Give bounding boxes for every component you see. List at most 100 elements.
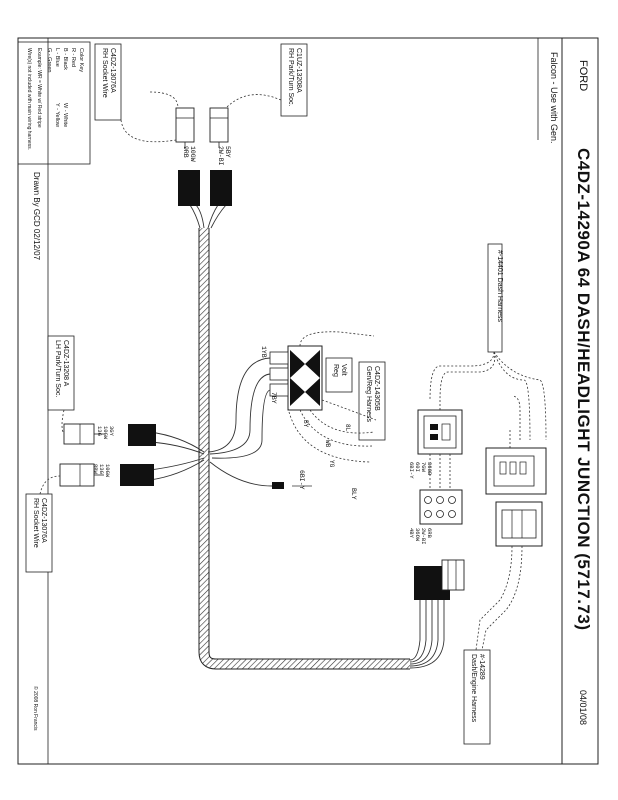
- wire-label: 60I: [414, 462, 421, 472]
- lh-socket-lead: [39, 475, 61, 495]
- rh-wire-bundle: [189, 204, 227, 229]
- copyright-label: © 2008 Ron Francis: [32, 686, 39, 731]
- wire-label: 36GB: [426, 462, 433, 476]
- lh-socket-desc: RH Socket Wire: [32, 498, 39, 548]
- dash-to-block-wires: [429, 454, 523, 651]
- drawn-by-label: Drawn By GCD 02/12/07: [32, 172, 41, 261]
- wire-label: 1YB: [260, 346, 267, 358]
- color-key-box: [17, 41, 91, 165]
- color-key-row: R - Red: [70, 48, 76, 67]
- terminal-labels-top: 36GB 7GW 60I 6BI-Y: [408, 462, 433, 479]
- lh-connector-black-top: [128, 424, 156, 446]
- rh-socket-right: [209, 107, 229, 143]
- wire-label: 6BI-Y: [298, 470, 305, 490]
- wire-label: 10GW: [189, 146, 196, 162]
- wire-label: 13G: [96, 426, 103, 436]
- main-harness-trunk-fill: [199, 228, 410, 669]
- reg-terminal-2: [269, 367, 289, 381]
- rh-park-desc: RH Park/Turn Soc.: [287, 48, 294, 107]
- gen-reg-label: C4DZ-14305B Gen/Reg Harness: [365, 366, 380, 423]
- engine-harness-label-box: [463, 649, 491, 745]
- voltage-regulator-bowtie: [290, 350, 320, 406]
- wire-label: YG: [328, 460, 335, 468]
- color-key-row: W - White: [62, 103, 68, 127]
- rh-connector-black-left: [178, 170, 200, 206]
- wire-label: 3GY: [108, 426, 115, 437]
- lh-wire-labels-bottom: 10GW 13G 8BW: [92, 464, 111, 478]
- main-harness-trunk: [198, 228, 410, 670]
- wire-label: 7GW: [420, 462, 427, 473]
- lh-socket-part: C4DZ-13076A: [40, 498, 47, 543]
- dash-harness-dotted-wires: [429, 351, 547, 448]
- pigtail-terminal: [272, 482, 284, 489]
- wire-label: 4BY: [408, 528, 415, 539]
- drawn-by-block: Drawn By GCD 02/12/07: [32, 172, 41, 261]
- color-key-note: Wire(s) not included with main wiring ha…: [26, 48, 32, 150]
- rh-wire-labels-left: 10GW 9RB: [182, 146, 196, 162]
- reg-wire-label-2: 7BY: [270, 392, 277, 404]
- subtitle-block: Falcon - Use with Gen.: [549, 52, 559, 144]
- terminal-screws: [424, 496, 456, 518]
- engine-harness-desc: Dash/Engine Harness: [470, 654, 477, 723]
- subtitle-label: Falcon - Use with Gen.: [549, 52, 559, 144]
- dash-harness-label: #-14401 Dash Harness: [496, 250, 503, 322]
- reg-wire-label-5: 8L: [344, 424, 351, 432]
- wire-label: 6RB: [426, 528, 433, 539]
- wire-label: 7BY: [270, 392, 277, 404]
- dash-harness-label-box: [487, 243, 503, 353]
- wire-label: BLY: [350, 488, 357, 500]
- color-key-row: L - Blue: [54, 48, 60, 67]
- dash-harness-text: #-14401 Dash Harness: [496, 250, 503, 322]
- gen-reg-part: C4DZ-14305B: [373, 366, 380, 411]
- engine-connector-housing: [441, 559, 465, 591]
- wire-label: BY: [302, 420, 309, 428]
- color-key-example: Example: WR = White w/ Red stripe: [36, 48, 42, 128]
- rh-connector-black-right: [210, 170, 232, 206]
- rh-wire-labels-right: 5BY 2W-BI: [217, 146, 231, 166]
- drawing-title: C4DZ-14290A 64 DASH/HEADLIGHT JUNCTION (…: [574, 148, 593, 631]
- wire-label: 10GW: [102, 426, 109, 440]
- color-key: Color Key R - Red B - Black W - White L …: [26, 48, 84, 150]
- color-key-row: B - Black: [62, 48, 68, 70]
- rh-socket-lead: [120, 119, 177, 143]
- terminal-labels-bottom: 6RB 2W-BI 36OW 4BY: [408, 528, 433, 545]
- gen-reg-dashed-wires: [287, 331, 377, 463]
- lh-socket-label: C4DZ-13076A RH Socket Wire: [32, 498, 47, 548]
- wire-label: WB: [324, 440, 331, 448]
- reg-wire-label-3: BY: [302, 420, 309, 428]
- reg-wire-label-4: WB: [324, 440, 331, 448]
- wire-label: 13G: [98, 464, 105, 474]
- rh-socket-label: C4DZ-13076A RH Socket Wire: [101, 48, 116, 98]
- wire-label: 8BW: [92, 464, 99, 475]
- rh-park-part: C1UZ-13208A: [295, 48, 302, 93]
- wire-label: 36OW: [414, 528, 421, 542]
- lh-wire-bundle: [149, 431, 205, 481]
- color-key-row: Y - Yellow: [54, 103, 60, 127]
- lh-connector-black-bottom: [120, 464, 154, 486]
- engine-harness-label: #-14289 Dash/Engine Harness: [470, 654, 485, 723]
- volt-reg-text-2: Reg: [332, 364, 339, 377]
- bly-label: BLY: [350, 488, 357, 500]
- wire-label: 5BY: [224, 146, 231, 158]
- regulator-wires: [207, 357, 271, 459]
- title-block: FORD C4DZ-14290A 64 DASH/HEADLIGHT JUNCT…: [574, 60, 593, 725]
- color-key-heading: Color Key: [78, 48, 84, 72]
- copyright-block: © 2008 Ron Francis: [32, 686, 39, 731]
- reg-wire-label-1: 1YB: [260, 346, 267, 358]
- color-key-row: G - Green: [46, 48, 52, 72]
- lh-park-part: C4DZ-13208 A: [62, 340, 69, 387]
- rh-socket-label-box: [94, 43, 122, 121]
- wire-label: 2W-BI: [420, 528, 427, 545]
- reg-wire-label-6: YG: [328, 460, 335, 468]
- outer-frame: [17, 37, 599, 765]
- wire-label: 6BI-Y: [408, 462, 415, 479]
- gen-reg-label-box: [358, 361, 386, 441]
- rh-socket-desc: RH Socket Wire: [101, 48, 108, 98]
- lh-park-label-box: [47, 335, 75, 411]
- wire-label: 10GW: [104, 464, 111, 478]
- volt-reg-label: Volt Reg: [332, 364, 347, 377]
- engine-harness-part: #-14289: [478, 654, 485, 680]
- lh-wire-labels-top: 3GY 10GW 13G: [96, 426, 115, 440]
- lh-park-label: C4DZ-13208 A LH Park/Turn Soc.: [54, 340, 69, 397]
